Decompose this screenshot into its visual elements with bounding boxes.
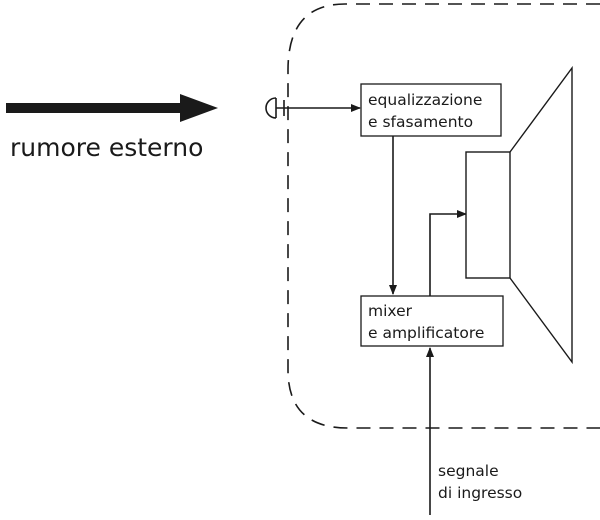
headphone-enclosure <box>287 3 600 429</box>
input-signal-label-line1: segnale <box>438 462 499 480</box>
mixer-to-speaker-arrow <box>429 210 467 296</box>
eq-label-line1: equalizzazione <box>368 91 482 109</box>
input-signal-label-line2: di ingresso <box>438 484 522 502</box>
external-noise-arrow <box>6 94 218 122</box>
speaker-icon <box>465 65 573 365</box>
mixer-label-line2: e amplificatore <box>368 324 484 342</box>
mixer-label-line1: mixer <box>368 302 413 320</box>
eq-label-line2: e sfasamento <box>368 113 473 131</box>
equalization-block: equalizzazione e sfasamento <box>360 83 502 137</box>
mixer-block: mixer e amplificatore <box>360 295 504 347</box>
external-noise-label: rumore esterno <box>10 133 203 162</box>
